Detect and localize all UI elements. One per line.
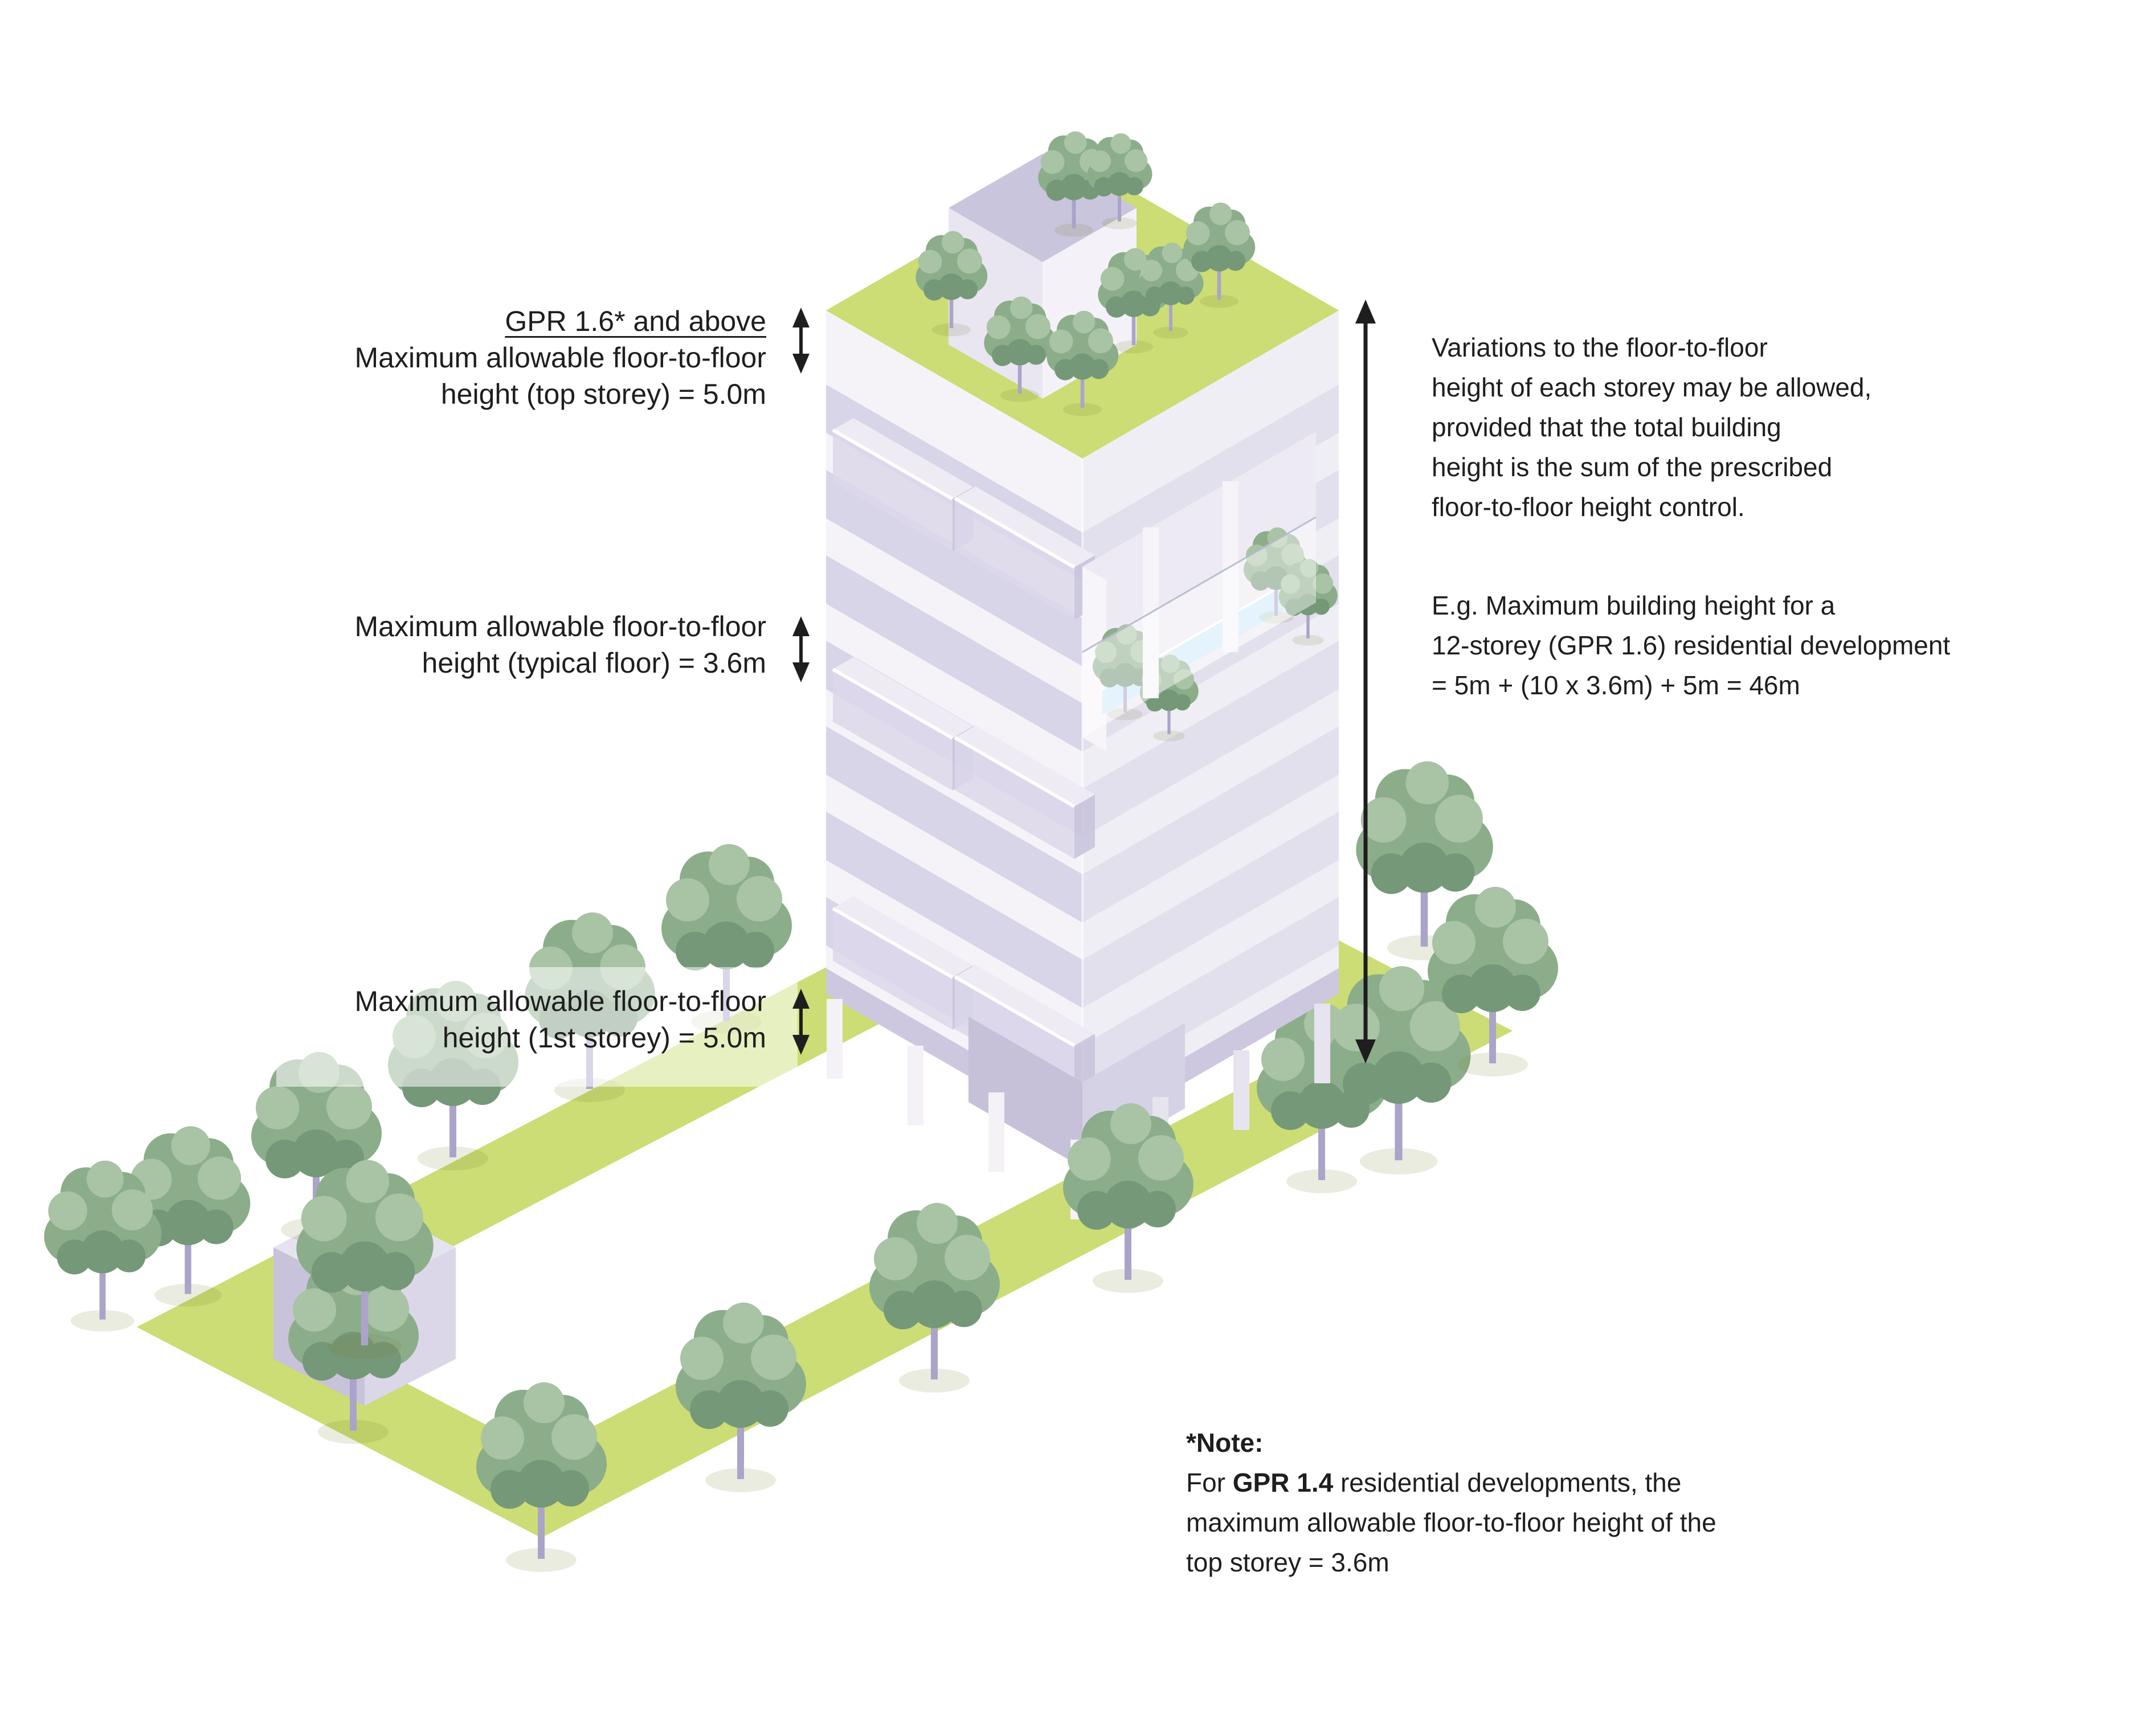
annotation-example-line: 12-storey (GPR 1.6) residential developm…: [1432, 630, 1951, 660]
note-block: *Note: For GPR 1.4 residential developme…: [1186, 1423, 1716, 1582]
note-line1-gpr: GPR 1.4: [1232, 1468, 1334, 1497]
label-top-storey: GPR 1.6* and above Maximum allowable flo…: [355, 303, 766, 412]
terrace-return-wall: [1082, 567, 1106, 751]
label-typical-floor-line1: Maximum allowable floor-to-floor: [354, 611, 766, 642]
annotation-variations-line: height of each storey may be allowed,: [1432, 372, 1872, 402]
label-top-storey-line1: Maximum allowable floor-to-floor: [354, 342, 766, 374]
annotation-variations-line: floor-to-floor height control.: [1432, 492, 1745, 522]
tree: [869, 1203, 1000, 1393]
note-line2: maximum allowable floor-to-floor height …: [1186, 1508, 1716, 1537]
label-first-storey-line2: height (1st storey) = 5.0m: [442, 1022, 766, 1054]
annotation-example-line: E.g. Maximum building height for a: [1432, 591, 1836, 620]
label-backdrop: [276, 967, 798, 1087]
tree: [1063, 1103, 1194, 1293]
tree: [676, 1303, 806, 1492]
tree: [1428, 887, 1558, 1076]
note-line1-pre: For: [1186, 1468, 1233, 1497]
height-arrow-top-storey-icon: [792, 308, 810, 374]
tree: [1038, 131, 1110, 237]
building-height-arrow: [1355, 300, 1376, 1063]
tree: [984, 296, 1056, 402]
ground-trees-back: [44, 761, 1558, 1572]
tree: [1087, 133, 1152, 230]
tree: [126, 1126, 251, 1307]
residential-building: [826, 131, 1339, 1219]
tree: [915, 231, 988, 337]
tree: [1327, 966, 1471, 1175]
terrace-glass: [1082, 517, 1316, 738]
sky-terrace: [1082, 432, 1338, 751]
label-typical-floor: Maximum allowable floor-to-floor height …: [355, 608, 766, 681]
tree: [476, 1382, 607, 1572]
tree: [44, 1160, 162, 1332]
annotation-variations-line: height is the sum of the prescribed: [1432, 452, 1833, 482]
label-top-storey-heading: GPR 1.6* and above: [505, 305, 766, 337]
annotation-variations: Variations to the floor-to-floor height …: [1432, 327, 1871, 527]
label-first-storey-line1: Maximum allowable floor-to-floor: [354, 985, 766, 1017]
height-arrow-first-storey-icon: [792, 989, 810, 1055]
note-line1-post: residential developments, the: [1333, 1468, 1682, 1497]
annotation-variations-line: provided that the total building: [1432, 412, 1781, 442]
green-roof: [826, 131, 1339, 458]
tree: [296, 1160, 434, 1360]
height-arrow-typical-floor-icon: [792, 616, 810, 682]
pillars-right: [1152, 1004, 1330, 1177]
note-line3: top storey = 3.6m: [1186, 1547, 1389, 1577]
annotation-example-line: = 5m + (10 x 3.6m) + 5m = 46m: [1432, 670, 1800, 700]
label-typical-floor-line2: height (typical floor) = 3.6m: [422, 647, 766, 679]
label-top-storey-line2: height (top storey) = 5.0m: [440, 378, 766, 410]
tree: [288, 1254, 419, 1444]
tree: [1356, 761, 1493, 961]
note-line1: For GPR 1.4 residential developments, th…: [1186, 1463, 1716, 1502]
core-left: [968, 1017, 1082, 1168]
tree: [1183, 202, 1256, 308]
annotation-example: E.g. Maximum building height for a 12-st…: [1432, 586, 1950, 705]
annotation-variations-line: Variations to the floor-to-floor: [1432, 333, 1768, 362]
note-title: *Note:: [1186, 1428, 1264, 1457]
tree: [1047, 310, 1119, 416]
balcony: [954, 726, 1095, 859]
ground-trees-front: [869, 1103, 1194, 1393]
label-first-storey: Maximum allowable floor-to-floor height …: [355, 983, 766, 1056]
tree: [1278, 559, 1338, 646]
